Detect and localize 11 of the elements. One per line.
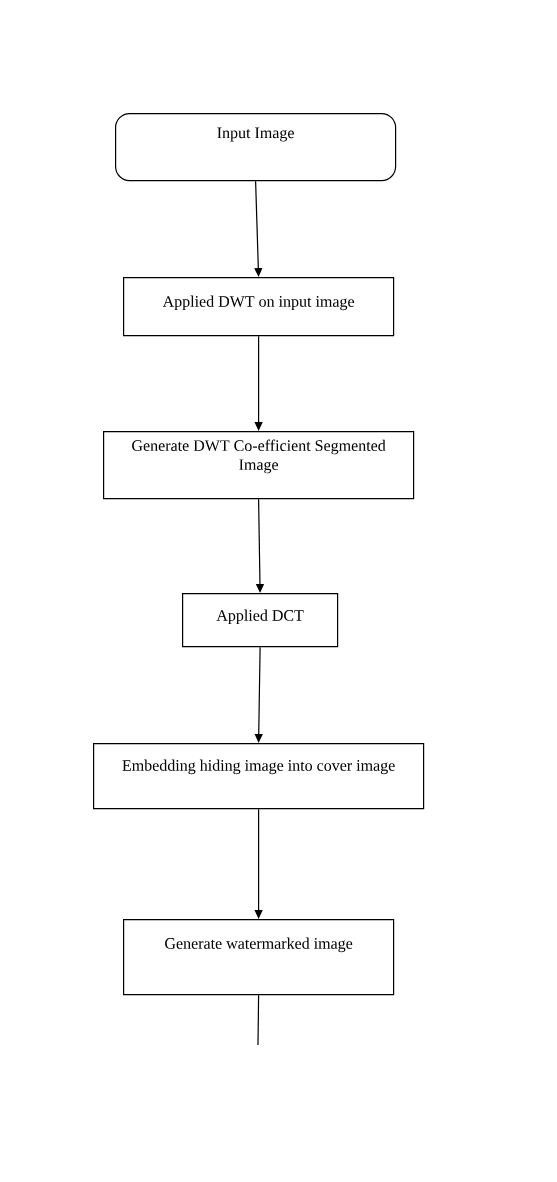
process-box: Applied DWT on input image (123, 277, 395, 337)
arrow (254, 180, 263, 277)
process-box: Embedding hiding image into cover image (93, 743, 425, 810)
arrow (254, 335, 263, 431)
start-box: Input Image (115, 113, 397, 182)
arrow (254, 808, 263, 919)
process-box: Generate DWT Co-efficient Segmented Image (103, 431, 415, 500)
process-box: Generate watermarked image (123, 919, 395, 996)
connector-line (257, 994, 260, 1046)
process-box: Applied DCT (182, 593, 339, 648)
arrow (254, 646, 263, 743)
